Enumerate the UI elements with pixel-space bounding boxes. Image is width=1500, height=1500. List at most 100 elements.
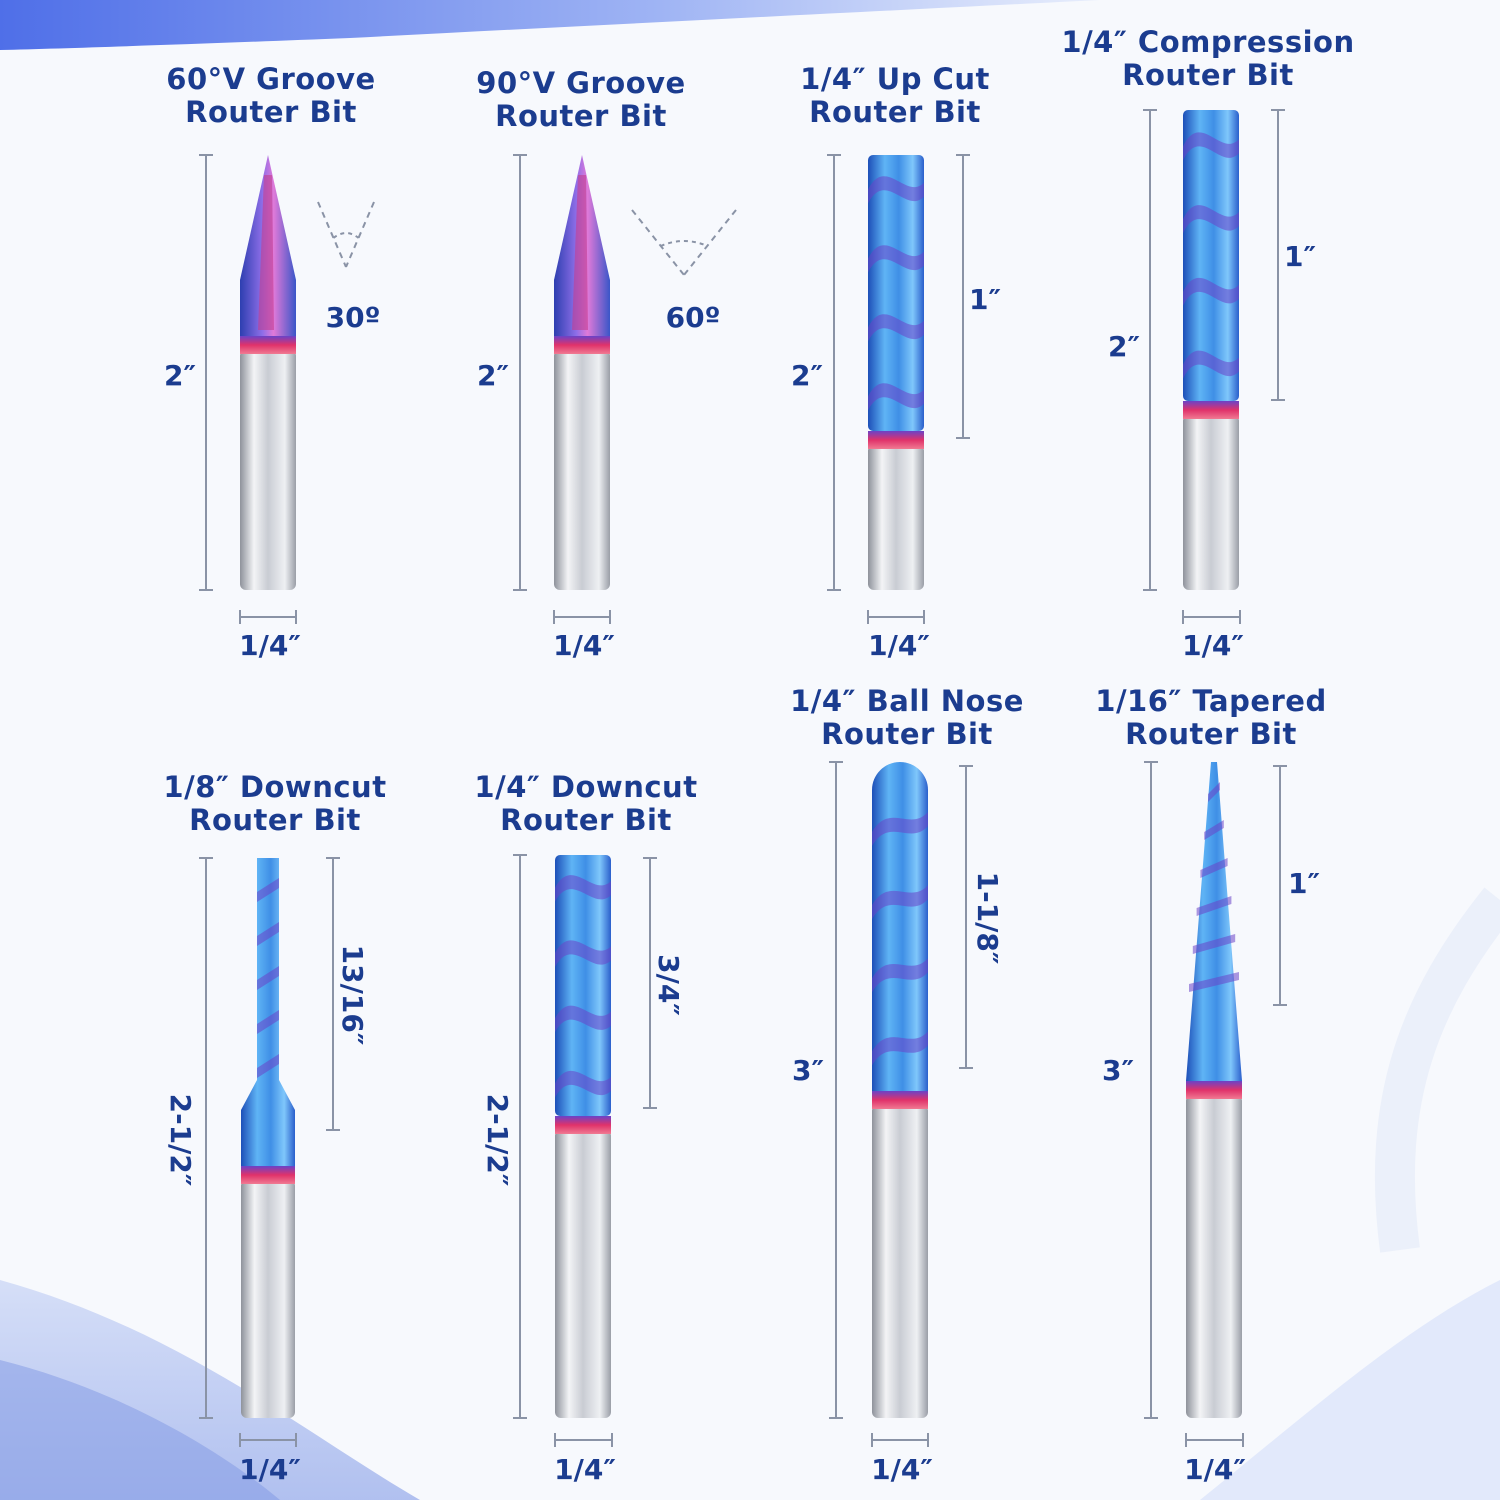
spiral-flute xyxy=(1204,820,1224,840)
spiral-flute xyxy=(1196,896,1232,916)
flute xyxy=(572,175,588,330)
shank xyxy=(872,1105,928,1418)
cutting-length-label: 1″ xyxy=(1284,240,1316,273)
shank-diameter-dimension xyxy=(554,1433,613,1447)
overall-length-label: 2″ xyxy=(477,359,509,392)
spiral-flute xyxy=(257,922,279,946)
spiral-flute xyxy=(872,812,928,846)
spiral-flute xyxy=(1192,934,1236,954)
overall-length-dimension xyxy=(1144,761,1158,1419)
shank-diameter-label: 1/4″ xyxy=(553,629,615,662)
collar-band xyxy=(1186,1081,1242,1099)
collar-band xyxy=(868,431,924,449)
cutting-length-dimension xyxy=(643,857,657,1109)
router-bit-2 xyxy=(554,155,610,590)
spiral-flute xyxy=(872,958,928,993)
shank xyxy=(1186,1095,1242,1418)
spiral-flute xyxy=(868,383,924,411)
overall-length-dimension xyxy=(1143,109,1157,591)
shank-diameter-dimension xyxy=(239,1433,297,1447)
shank-diameter-label: 1/4″ xyxy=(239,1453,301,1486)
spiral-cutter xyxy=(1183,110,1239,401)
overall-length-dimension xyxy=(199,857,213,1419)
shank-diameter-dimension xyxy=(871,1433,929,1447)
angle-label: 30º xyxy=(325,301,381,334)
router-bit-3 xyxy=(868,155,924,590)
spiral-flute xyxy=(257,878,279,902)
overall-length-label: 3″ xyxy=(792,1054,824,1087)
angle-indicator xyxy=(317,201,375,268)
router-bit-6 xyxy=(555,855,611,1418)
router-bit-7 xyxy=(872,762,928,1418)
spiral-flute xyxy=(555,1005,611,1033)
spiral-flute xyxy=(257,966,279,990)
overall-length-dimension xyxy=(827,154,841,591)
shank-diameter-dimension xyxy=(1185,1433,1244,1447)
shank-diameter-label: 1/4″ xyxy=(554,1453,616,1486)
spiral-flute xyxy=(872,885,928,920)
shank-diameter-label: 1/4″ xyxy=(1182,629,1244,662)
shank-diameter-label: 1/4″ xyxy=(1184,1453,1246,1486)
cutting-length-label: 1″ xyxy=(1288,867,1320,900)
shank xyxy=(555,1130,611,1418)
spiral-flute xyxy=(868,245,924,273)
spiral-flute xyxy=(1200,858,1228,878)
spiral-flute xyxy=(1183,277,1239,306)
cutting-length-label: 13/16″ xyxy=(336,944,369,1046)
spiral-flute xyxy=(555,940,611,967)
cutting-length-dimension xyxy=(1271,109,1285,401)
overall-length-dimension xyxy=(513,854,527,1419)
cutting-length-dimension xyxy=(956,154,970,439)
cutting-length-label: 1″ xyxy=(969,283,1001,316)
tapered-cutter xyxy=(1186,762,1242,1081)
router-bit-5 xyxy=(241,858,295,1418)
overall-length-label: 3″ xyxy=(1102,1054,1134,1087)
overall-length-label: 2″ xyxy=(164,359,196,392)
shank-diameter-dimension xyxy=(1182,610,1241,624)
collar-band xyxy=(554,336,610,354)
spiral-flute xyxy=(872,1031,928,1066)
collar-band xyxy=(1183,401,1239,419)
spiral-flute xyxy=(1183,205,1239,234)
ball-nose-cutter xyxy=(872,762,928,1091)
angle-label: 60º xyxy=(665,301,721,334)
router-bit-4 xyxy=(1183,110,1239,590)
spiral-flute xyxy=(1208,782,1220,802)
spiral-flute xyxy=(1189,972,1239,992)
spiral-flute xyxy=(1183,350,1239,379)
spiral-cutter xyxy=(555,855,611,1116)
cutting-length-dimension xyxy=(326,857,340,1131)
collar-band xyxy=(241,1166,295,1184)
overall-length-label: 2-1/2″ xyxy=(481,1093,514,1187)
flute xyxy=(258,175,274,330)
router-bit-1 xyxy=(240,155,296,590)
collar-band xyxy=(872,1091,928,1109)
spiral-flute xyxy=(1183,132,1239,161)
overall-length-label: 2-1/2″ xyxy=(164,1093,197,1187)
router-bit-8 xyxy=(1186,762,1242,1418)
cutting-length-dimension xyxy=(1273,765,1287,1006)
angle-indicator xyxy=(631,209,737,276)
overall-length-dimension xyxy=(199,154,213,591)
overall-length-dimension xyxy=(513,154,527,591)
shank-diameter-label: 1/4″ xyxy=(239,629,301,662)
spiral-flute xyxy=(257,1054,279,1078)
shank xyxy=(554,350,610,590)
shank-diameter-label: 1/4″ xyxy=(868,629,930,662)
shank-diameter-label: 1/4″ xyxy=(871,1453,933,1486)
shank-diameter-dimension xyxy=(553,610,611,624)
cutting-length-dimension xyxy=(959,765,973,1069)
shank-diameter-dimension xyxy=(239,610,297,624)
cutting-length-label: 3/4″ xyxy=(652,954,685,1016)
shank xyxy=(241,1180,295,1418)
spiral-cutter xyxy=(868,155,924,431)
